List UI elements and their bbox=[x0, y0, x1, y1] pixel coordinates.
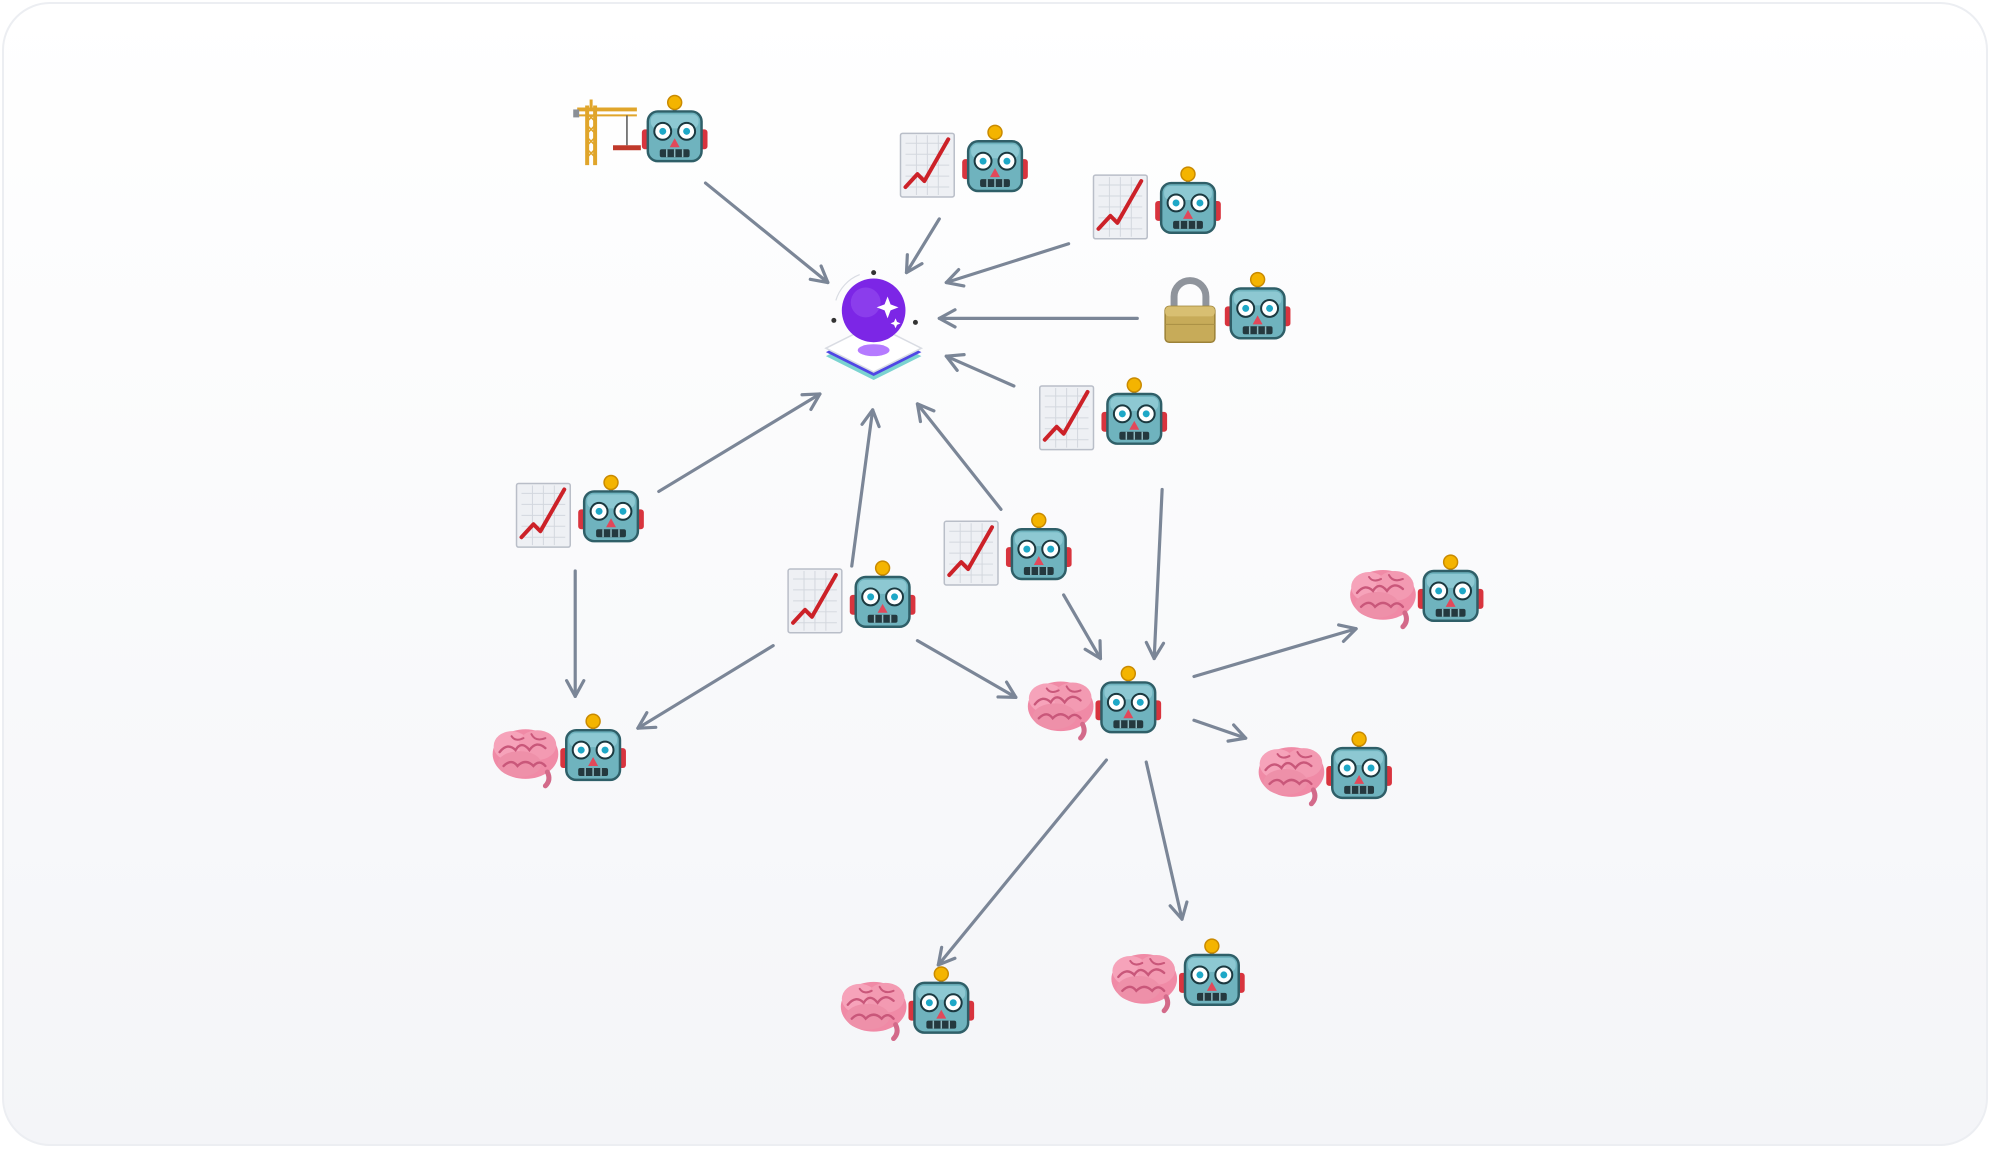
arrowhead bbox=[800, 392, 822, 412]
edge-n7-to-n10 bbox=[1062, 593, 1103, 661]
edge-n8-to-n10 bbox=[1144, 487, 1166, 661]
robot-icon bbox=[1222, 270, 1293, 341]
hub-node[interactable] bbox=[825, 269, 923, 381]
trader-agent-node[interactable] bbox=[514, 473, 646, 550]
edge-line bbox=[703, 181, 830, 285]
nodes-layer bbox=[493, 93, 1486, 1039]
arrowhead bbox=[1144, 640, 1166, 661]
edge-n4-to-hub bbox=[937, 308, 1139, 329]
edge-line bbox=[915, 639, 1018, 699]
thinker-agent-node[interactable] bbox=[1028, 664, 1164, 739]
thinker-agent-node[interactable] bbox=[1111, 937, 1247, 1011]
edge-n10-to-n11 bbox=[1192, 718, 1248, 743]
arrowhead bbox=[1337, 623, 1358, 643]
edge-line bbox=[1062, 593, 1103, 661]
crane-icon bbox=[571, 97, 643, 168]
brain-icon bbox=[841, 982, 907, 1039]
robot-icon bbox=[1003, 511, 1074, 581]
robot-icon bbox=[639, 93, 710, 164]
edge-line bbox=[1144, 760, 1184, 921]
robot-icon bbox=[1153, 165, 1223, 235]
edge-n10-to-n13 bbox=[936, 758, 1109, 967]
edge-line bbox=[1192, 718, 1248, 740]
crystal-ball-hub-icon bbox=[825, 269, 923, 381]
robot-icon bbox=[1177, 937, 1247, 1007]
arrowhead bbox=[937, 308, 957, 329]
brain-icon bbox=[1350, 570, 1416, 627]
edge-n10-to-n14 bbox=[915, 639, 1018, 699]
arrowhead bbox=[636, 711, 658, 730]
edge-line bbox=[636, 644, 775, 730]
edge-line bbox=[915, 402, 1003, 511]
robot-icon bbox=[1324, 730, 1394, 800]
robot-icon bbox=[576, 473, 646, 544]
trader-agent-node[interactable] bbox=[942, 511, 1074, 587]
edge-n3-to-hub bbox=[944, 242, 1071, 288]
arrowhead bbox=[915, 402, 936, 424]
edge-n2-to-hub bbox=[904, 217, 941, 275]
brain-icon bbox=[1259, 747, 1325, 804]
arrowhead bbox=[1083, 639, 1103, 661]
trader-agent-node[interactable] bbox=[1091, 165, 1223, 241]
arrowhead bbox=[904, 253, 924, 275]
arrowhead bbox=[936, 945, 957, 967]
arrowhead bbox=[1226, 723, 1248, 743]
trader-agent-node[interactable] bbox=[786, 559, 918, 635]
brain-icon bbox=[1111, 954, 1177, 1011]
security-agent-node[interactable] bbox=[1165, 270, 1293, 343]
arrowhead bbox=[944, 268, 966, 288]
brain-icon bbox=[493, 729, 559, 786]
edges-layer bbox=[565, 181, 1358, 967]
builder-agent-node[interactable] bbox=[571, 93, 710, 168]
edge-n6-to-n9 bbox=[565, 569, 586, 698]
robot-icon bbox=[847, 559, 918, 629]
arrowhead bbox=[944, 353, 966, 372]
edge-n6-to-hub bbox=[657, 392, 822, 494]
chart-increasing-icon bbox=[786, 567, 844, 635]
chart-increasing-icon bbox=[1037, 384, 1096, 452]
edge-line bbox=[904, 217, 941, 275]
edge-line bbox=[1192, 627, 1358, 679]
robot-icon bbox=[906, 964, 977, 1035]
arrowhead bbox=[996, 680, 1018, 699]
edge-n5-to-n10 bbox=[1192, 623, 1358, 679]
robot-icon bbox=[558, 712, 628, 782]
thinker-agent-node[interactable] bbox=[1259, 730, 1394, 804]
edge-line bbox=[944, 354, 1016, 388]
robot-icon bbox=[1093, 664, 1164, 735]
arrowhead bbox=[808, 264, 830, 285]
edge-line bbox=[936, 758, 1109, 967]
chart-increasing-icon bbox=[1091, 173, 1150, 241]
edge-n10-to-n12 bbox=[1144, 760, 1189, 921]
edge-n7-to-hub bbox=[850, 408, 881, 568]
edge-line bbox=[944, 242, 1071, 285]
edge-n1-to-hub bbox=[703, 181, 830, 285]
robot-icon bbox=[1099, 376, 1170, 446]
edge-n5-to-hub bbox=[944, 353, 1016, 388]
chart-increasing-icon bbox=[942, 519, 1000, 587]
lock-icon bbox=[1165, 281, 1215, 343]
edge-line bbox=[850, 408, 875, 568]
chart-increasing-icon bbox=[898, 131, 957, 199]
agent-network-diagram bbox=[4, 93, 1486, 1146]
arrowhead bbox=[565, 679, 586, 698]
edge-line bbox=[657, 392, 822, 494]
arrowhead bbox=[860, 408, 881, 429]
arrowhead bbox=[1168, 900, 1189, 921]
robot-icon bbox=[1415, 553, 1486, 623]
trader-agent-node[interactable] bbox=[898, 123, 1030, 199]
robot-icon bbox=[960, 123, 1030, 194]
edge-n7-to-n9 bbox=[636, 644, 775, 730]
chart-increasing-icon bbox=[514, 481, 573, 550]
trader-agent-node[interactable] bbox=[1037, 376, 1170, 452]
edge-n8-to-hub bbox=[915, 402, 1003, 511]
thinker-agent-node[interactable] bbox=[841, 964, 977, 1039]
brain-icon bbox=[1028, 681, 1094, 738]
edge-line bbox=[1152, 487, 1164, 661]
thinker-agent-node[interactable] bbox=[1350, 553, 1486, 627]
thinker-agent-node[interactable] bbox=[493, 712, 628, 786]
